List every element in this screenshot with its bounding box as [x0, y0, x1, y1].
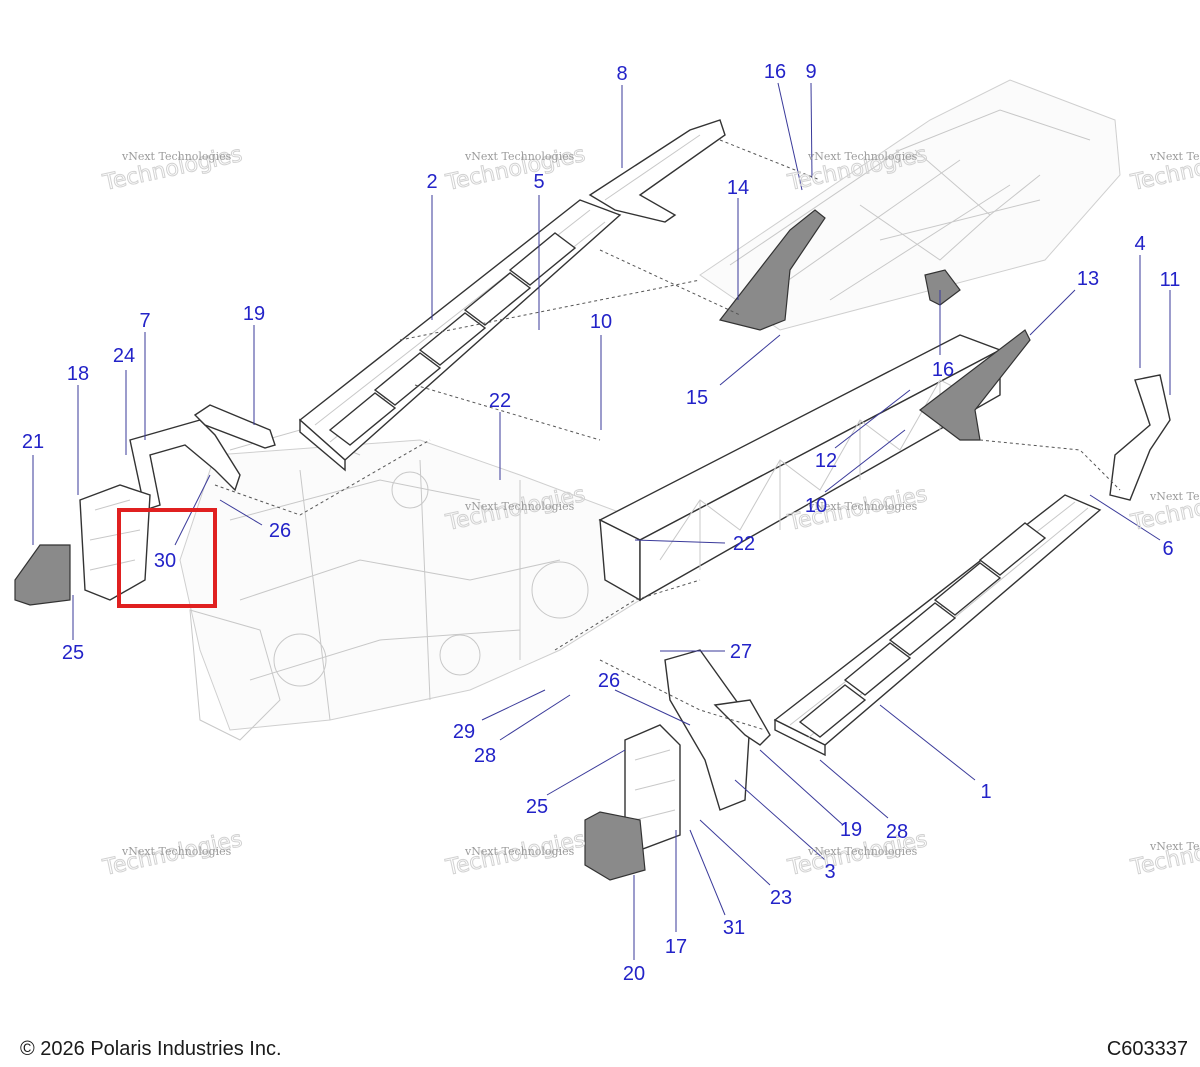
callout-20[interactable]: 20 — [623, 963, 645, 985]
watermark-text: vNext Technologies — [464, 150, 575, 163]
callout-12[interactable]: 12 — [815, 450, 837, 472]
watermark-text: vNext Technologies — [121, 150, 232, 163]
watermark-text: vNext Technologies — [1149, 490, 1200, 503]
watermark-text: vNext Technologies — [464, 500, 575, 513]
callout-16[interactable]: 16 — [764, 61, 786, 83]
callout-26b[interactable]: 26 — [598, 670, 620, 692]
bracket-rear — [919, 329, 1031, 441]
callout-labels: 8 16 9 2 5 14 4 11 13 7 19 10 16 24 18 2… — [22, 61, 1181, 985]
bracket-center — [718, 209, 826, 331]
callout-16b[interactable]: 16 — [932, 359, 954, 381]
callout-10[interactable]: 10 — [590, 311, 612, 333]
callout-29[interactable]: 29 — [453, 721, 475, 743]
callout-14[interactable]: 14 — [727, 177, 749, 199]
callout-24[interactable]: 24 — [113, 345, 135, 367]
callout-22[interactable]: 22 — [489, 390, 511, 412]
chassis-frame — [179, 79, 1121, 741]
callout-10b[interactable]: 10 — [805, 495, 827, 517]
side-panel-right — [624, 649, 771, 851]
assembly-lines — [214, 139, 1121, 731]
callout-13[interactable]: 13 — [1077, 268, 1099, 290]
highlight-box — [117, 508, 217, 608]
pad-left — [14, 544, 71, 606]
watermark-text: vNext Technologies — [807, 150, 918, 163]
callout-5[interactable]: 5 — [533, 171, 544, 193]
callout-28[interactable]: 28 — [474, 745, 496, 767]
callout-18[interactable]: 18 — [67, 363, 89, 385]
callout-25[interactable]: 25 — [62, 642, 84, 664]
callout-27[interactable]: 27 — [730, 641, 752, 663]
callout-7[interactable]: 7 — [139, 310, 150, 332]
watermark-text: vNext Technologies — [807, 845, 918, 858]
callout-6[interactable]: 6 — [1162, 538, 1173, 560]
bracket-front-left — [129, 419, 241, 511]
bracket-upper — [588, 119, 726, 223]
bar-19 — [193, 404, 276, 449]
leader-lines — [32, 82, 1171, 960]
bracket-rear-right — [1109, 374, 1171, 501]
callout-11[interactable]: 11 — [1160, 269, 1181, 291]
callout-26[interactable]: 26 — [269, 520, 291, 542]
copyright-text: © 2026 Polaris Industries Inc. — [20, 1038, 282, 1060]
side-panel-left — [79, 484, 151, 601]
callout-22b[interactable]: 22 — [733, 533, 755, 555]
plate-16 — [924, 269, 961, 306]
callout-4[interactable]: 4 — [1134, 233, 1145, 255]
callout-1[interactable]: 1 — [980, 781, 991, 803]
callout-21[interactable]: 21 — [22, 431, 44, 453]
diagram-id: C603337 — [1106, 1038, 1188, 1060]
watermark-text: vNext Technologies — [1149, 150, 1200, 163]
callout-9[interactable]: 9 — [805, 61, 816, 83]
tunnel-truss — [598, 334, 1002, 602]
callout-25b[interactable]: 25 — [526, 796, 548, 818]
watermark-big: Technologies — [1128, 827, 1200, 881]
running-board-left — [298, 199, 622, 472]
callout-17[interactable]: 17 — [665, 936, 687, 958]
running-board-right — [773, 494, 1102, 757]
watermark-text: vNext Technologies — [807, 500, 918, 513]
callout-31[interactable]: 31 — [723, 917, 745, 939]
callout-2[interactable]: 2 — [426, 171, 437, 193]
pad-right — [584, 811, 646, 881]
callout-28b[interactable]: 28 — [886, 821, 908, 843]
callout-19[interactable]: 19 — [243, 303, 265, 325]
callout-3[interactable]: 3 — [824, 861, 835, 883]
callout-19b[interactable]: 19 — [840, 819, 862, 841]
watermark-text: vNext Technologies — [121, 845, 232, 858]
watermark-text: vNext Technologies — [1149, 840, 1200, 853]
callout-30[interactable]: 30 — [154, 550, 176, 572]
watermark-text: vNext Technologies — [464, 845, 575, 858]
callout-23[interactable]: 23 — [770, 887, 792, 909]
callout-8[interactable]: 8 — [616, 63, 627, 85]
callout-15[interactable]: 15 — [686, 387, 708, 409]
